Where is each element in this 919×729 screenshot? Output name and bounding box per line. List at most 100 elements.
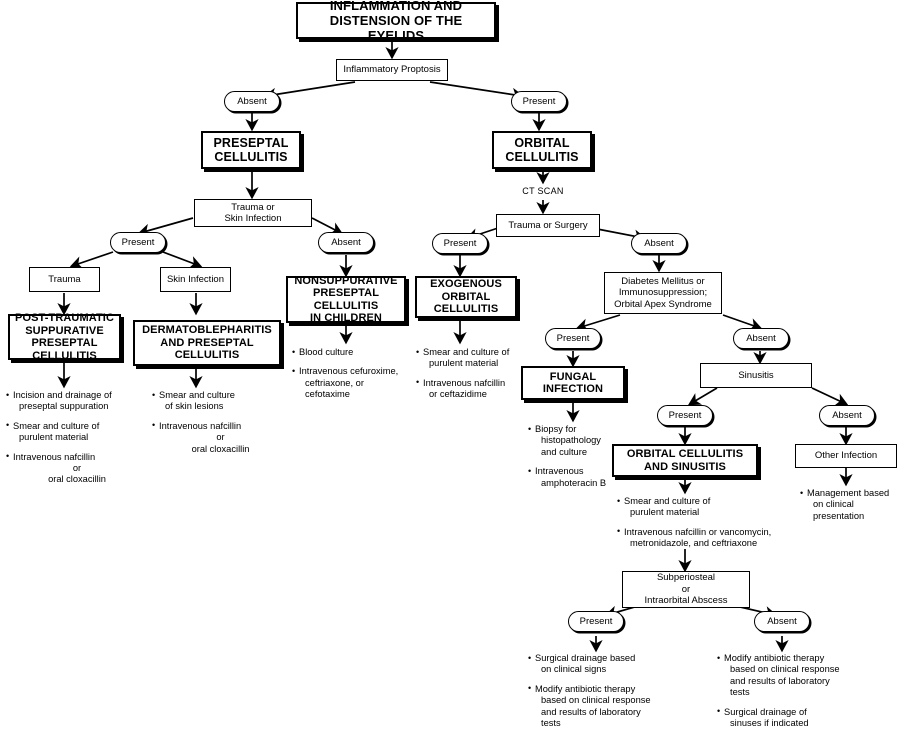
- treatment-item-line: preseptal suppuration: [19, 401, 109, 412]
- node-orbital-cellulitis[interactable]: ORBITAL CELLULITIS: [492, 131, 592, 169]
- node-trauma-or-skin-infection-label: Trauma or Skin Infection: [224, 201, 282, 225]
- node-fungal-infection-label: FUNGAL INFECTION: [542, 370, 604, 396]
- node-root-label: INFLAMMATION AND DISTENSION OF THE EYELI…: [329, 0, 463, 43]
- node-trauma-or-skin-infection[interactable]: Trauma or Skin Infection: [194, 199, 312, 227]
- node-di-absent[interactable]: Absent: [733, 328, 789, 349]
- node-preseptal-cellulitis-label: PRESEPTAL CELLULITIS: [213, 136, 289, 164]
- node-trauma-or-surgery[interactable]: Trauma or Surgery: [496, 214, 600, 237]
- node-tsi-present-label: Present: [121, 237, 155, 248]
- node-tsi-absent-label: Absent: [331, 237, 361, 248]
- node-proptosis-present[interactable]: Present: [511, 91, 567, 112]
- node-proptosis-present-label: Present: [522, 96, 556, 107]
- treatment-item-line: amphoteracin B: [541, 477, 607, 488]
- node-tos-present-label: Present: [443, 238, 477, 249]
- treatment-item-line: metronidazole, and ceftriaxone: [630, 538, 758, 549]
- node-abscess-label: Subperiosteal or Intraorbital Abscess: [644, 572, 728, 607]
- treatment-item-line: of skin lesions: [165, 401, 224, 412]
- node-sinusitis-absent[interactable]: Absent: [819, 405, 875, 426]
- node-inflammatory-proptosis[interactable]: Inflammatory Proptosis: [336, 59, 448, 81]
- treatment-item-line: cefotaxime: [305, 389, 350, 400]
- node-preseptal-cellulitis[interactable]: PRESEPTAL CELLULITIS: [201, 131, 301, 169]
- node-proptosis-absent[interactable]: Absent: [224, 91, 280, 112]
- node-dermatoblepharitis-label: DERMATOBLEPHARITIS AND PRESEPTAL CELLULI…: [142, 324, 272, 362]
- node-diabetes-immunosuppression-orbital-apex[interactable]: Diabetes Mellitus or Immunosuppression; …: [604, 272, 722, 314]
- node-trauma[interactable]: Trauma: [29, 267, 100, 292]
- node-tsi-absent[interactable]: Absent: [318, 232, 374, 253]
- node-abscess-absent-label: Absent: [767, 616, 797, 627]
- treatment-item-line: and culture: [541, 446, 587, 457]
- treatment-item-line: histopathology: [541, 435, 601, 446]
- node-di-absent-label: Absent: [746, 333, 776, 344]
- treatment-item-line: on clinical: [813, 499, 854, 510]
- node-other-infection[interactable]: Other Infection: [795, 444, 897, 468]
- node-dermatoblepharitis-and-preseptal-cellulitis[interactable]: DERMATOBLEPHARITIS AND PRESEPTAL CELLULI…: [133, 320, 281, 366]
- treatment-item: Intravenous cefuroxime,ceftriaxone, orce…: [292, 366, 416, 400]
- node-abscess-present-label: Present: [579, 616, 613, 627]
- treatment-item-line: purulent material: [429, 358, 499, 369]
- treatment-item-line: tests: [541, 718, 561, 729]
- treatments-nonsuppurative: Blood cultureIntravenous cefuroxime,ceft…: [292, 346, 416, 401]
- treatment-item-line: presentation: [813, 510, 865, 521]
- node-tos-present[interactable]: Present: [432, 233, 488, 254]
- treatment-item-line: based on clinical response: [730, 664, 840, 675]
- treatment-item-line: oral cloxacillin: [191, 443, 250, 454]
- node-root-diagnosis[interactable]: INFLAMMATION AND DISTENSION OF THE EYELI…: [296, 0, 496, 43]
- node-fungal-infection[interactable]: FUNGAL INFECTION: [521, 366, 625, 400]
- node-inflammatory-proptosis-label: Inflammatory Proptosis: [343, 64, 441, 76]
- node-proptosis-absent-label: Absent: [237, 96, 267, 107]
- treatment-item-line: and results of laboratory: [541, 706, 641, 717]
- node-post-traumatic-suppurative-preseptal-cellulitis[interactable]: POST-TRAUMATIC SUPPURATIVE PRESEPTAL CEL…: [8, 312, 121, 362]
- node-tos-absent[interactable]: Absent: [631, 233, 687, 254]
- node-di-present-label: Present: [556, 333, 590, 344]
- node-di-present[interactable]: Present: [545, 328, 601, 349]
- node-tos-absent-label: Absent: [644, 238, 674, 249]
- node-sinusitis-label: Sinusitis: [738, 369, 774, 381]
- node-post-traumatic-label: POST-TRAUMATIC SUPPURATIVE PRESEPTAL CEL…: [15, 312, 114, 362]
- treatment-item-line: on clinical signs: [541, 664, 607, 675]
- node-exogenous-orbital-cellulitis[interactable]: EXOGENOUS ORBITAL CELLULITIS: [415, 276, 517, 318]
- treatment-item: Blood culture: [292, 346, 416, 358]
- node-skin-infection-label: Skin Infection: [166, 273, 225, 285]
- treatment-item-line: purulent material: [630, 507, 700, 518]
- node-nonsuppurative-preseptal-cellulitis-in-children[interactable]: NONSUPPURATIVE PRESEPTAL CELLULITIS IN C…: [286, 274, 406, 325]
- treatment-item-line: and results of laboratory: [730, 675, 830, 686]
- treatment-item-line: sinuses if indicated: [730, 718, 809, 729]
- node-sinusitis-absent-label: Absent: [832, 410, 862, 421]
- treatment-item-line: ceftriaxone, or: [305, 377, 364, 388]
- node-tsi-present[interactable]: Present: [110, 232, 166, 253]
- ct-scan-text: CT SCAN: [522, 186, 564, 196]
- node-sinusitis-present[interactable]: Present: [657, 405, 713, 426]
- treatment-item-line: based on clinical response: [541, 695, 651, 706]
- node-skin-infection[interactable]: Skin Infection: [160, 267, 231, 292]
- node-exogenous-orbital-label: EXOGENOUS ORBITAL CELLULITIS: [430, 278, 502, 316]
- treatment-item-line: oral cloxacillin: [48, 474, 106, 485]
- node-subperiosteal-or-intraorbital-abscess[interactable]: Subperiosteal or Intraorbital Abscess: [622, 571, 750, 608]
- treatment-item: Intravenous nafcillin or vancomycin,metr…: [617, 526, 827, 550]
- node-trauma-or-surgery-label: Trauma or Surgery: [508, 219, 588, 231]
- treatment-item-line: purulent material: [19, 432, 89, 443]
- node-abscess-present[interactable]: Present: [568, 611, 624, 632]
- treatment-item-line: tests: [730, 687, 750, 698]
- node-abscess-absent[interactable]: Absent: [754, 611, 810, 632]
- node-sinusitis[interactable]: Sinusitis: [700, 363, 812, 388]
- node-nonsuppurative-label: NONSUPPURATIVE PRESEPTAL CELLULITIS IN C…: [294, 274, 398, 325]
- node-other-infection-label: Other Infection: [814, 450, 878, 462]
